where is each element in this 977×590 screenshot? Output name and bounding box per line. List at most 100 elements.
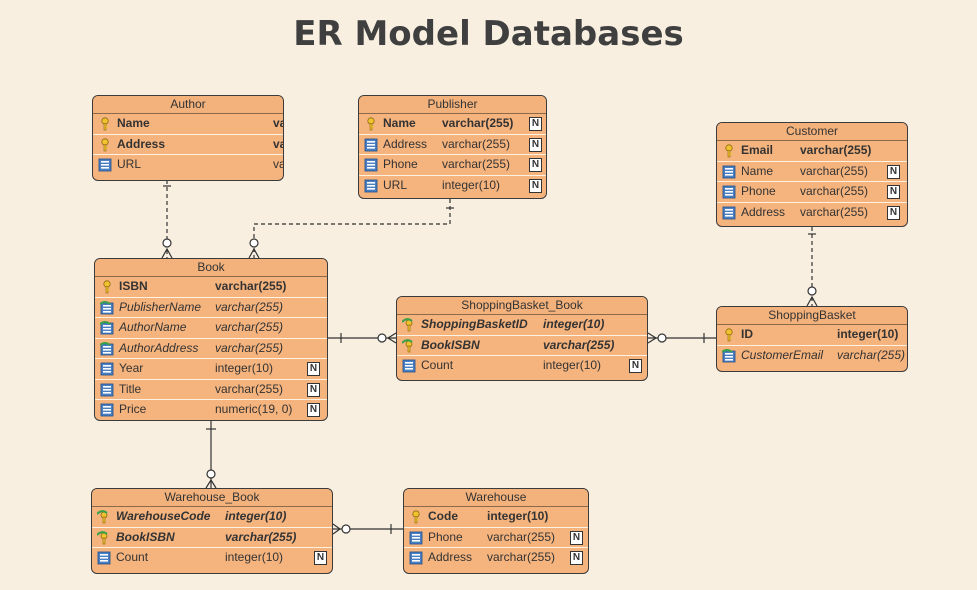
column-type: varchar(255) — [273, 116, 283, 130]
entity-header: Customer — [717, 123, 907, 141]
relationship-book-shoppingbasket-book — [328, 332, 397, 344]
column-icon — [402, 359, 416, 373]
column-type: integer(10) — [487, 509, 549, 523]
column-name: Email — [741, 143, 774, 157]
column-name: Name — [117, 116, 150, 130]
column-name: PublisherName — [119, 299, 202, 314]
key-icon — [409, 510, 423, 524]
column-type: varchar(255) — [273, 136, 283, 151]
column-type: varchar(255) — [442, 157, 511, 171]
column-icon — [364, 179, 378, 193]
column-icon — [100, 383, 114, 397]
column-name: Title — [119, 381, 142, 396]
entity-header: Warehouse_Book — [92, 489, 332, 507]
column-type: varchar(255) — [800, 163, 869, 178]
key-icon — [98, 137, 112, 152]
column-type: integer(10) — [215, 361, 274, 375]
column-name: Phone — [741, 184, 776, 198]
column-icon — [722, 206, 736, 220]
column-icon — [409, 551, 423, 565]
entity-header: Publisher — [359, 96, 546, 114]
column-name: AuthorAddress — [119, 340, 199, 355]
column-name: Address — [117, 136, 166, 151]
column-name: Address — [383, 136, 428, 151]
column-icon — [364, 158, 378, 172]
column-name: Count — [421, 358, 454, 372]
column-name: Year — [119, 361, 144, 375]
key-icon — [722, 328, 736, 342]
foreign-key-icon — [721, 348, 736, 363]
column-type: integer(10) — [225, 550, 284, 564]
nullable-badge: N — [887, 185, 900, 199]
entity-author[interactable]: AuthorNamevarchar(255)NAddressvarchar(25… — [92, 95, 284, 181]
diagram-title: ER Model Databases — [293, 14, 684, 54]
entity-header: ShoppingBasket_Book — [397, 297, 647, 315]
nullable-badge: N — [529, 158, 542, 172]
nullable-badge: N — [529, 178, 542, 193]
column-type: varchar(255) — [215, 279, 287, 293]
column-type: varchar(255) — [442, 116, 514, 130]
foreign-key-icon — [99, 300, 114, 315]
column-type: integer(10) — [543, 317, 605, 331]
column-name: URL — [117, 157, 142, 171]
relationship-warehouse-warehouse-book — [332, 523, 403, 535]
column-type: numeric(19, 0) — [215, 402, 293, 416]
column-icon — [100, 403, 114, 417]
column-type: integer(10) — [225, 509, 287, 523]
nullable-badge: N — [887, 205, 900, 220]
column-name: BookISBN — [421, 337, 480, 352]
key-icon — [100, 280, 114, 294]
column-type: varchar(255) — [837, 347, 906, 362]
nullable-badge: N — [529, 117, 542, 131]
nullable-badge: N — [314, 551, 327, 565]
relationship-publisher-book — [248, 199, 454, 259]
column-type: varchar(255) — [225, 529, 297, 544]
key-icon — [722, 144, 736, 158]
relationship-author-book — [161, 180, 173, 259]
nullable-badge: N — [887, 164, 900, 179]
nullable-badge: N — [307, 403, 320, 417]
column-type: integer(10) — [837, 327, 899, 341]
column-name: Phone — [428, 529, 463, 544]
column-row[interactable]: URLvarchar(255)N — [93, 155, 283, 175]
nullable-badge: N — [570, 551, 583, 565]
entity-header: ShoppingBasket — [717, 307, 907, 325]
key-icon — [98, 117, 112, 131]
